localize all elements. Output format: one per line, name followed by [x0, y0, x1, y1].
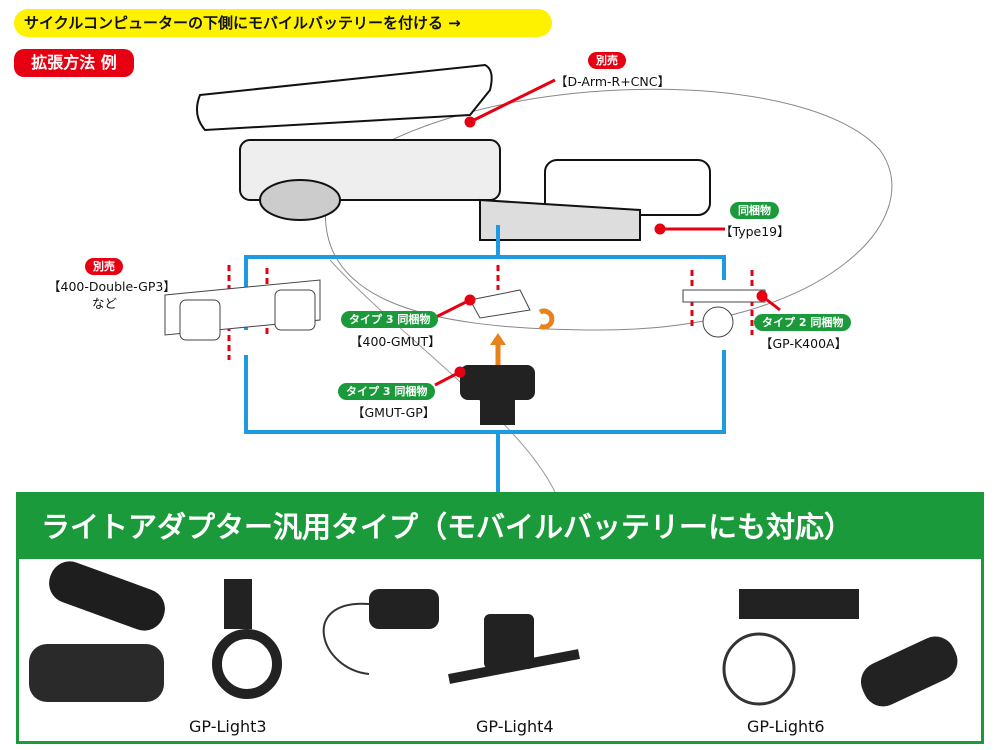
- type19-label: 【Type19】: [720, 224, 790, 239]
- gmut-gp-adapter: [460, 365, 535, 425]
- double-sub: など: [92, 296, 118, 311]
- double-label: 【400-Double-GP3】: [48, 279, 176, 294]
- gmut-tag: タイプ 3 同梱物: [341, 311, 439, 328]
- k400a-tag: タイプ 2 同梱物: [754, 314, 852, 331]
- k400a-label: 【GP-K400A】: [760, 336, 848, 351]
- product-label-gp-light6: GP-Light6: [747, 717, 825, 736]
- leader-lines: [434, 78, 781, 387]
- gmut-label: 【400-GMUT】: [350, 334, 441, 349]
- gp-light3-image: [212, 579, 282, 699]
- double-tag: 別売: [85, 258, 123, 275]
- k400a-mount: [682, 289, 766, 338]
- panel-title: ライトアダプター汎用タイプ（モバイルバッテリーにも対応）: [19, 495, 981, 559]
- gmutgp-label: 【GMUT-GP】: [352, 405, 436, 420]
- gp-light-cable-image: [322, 589, 439, 675]
- gp-light4-image: [448, 614, 580, 684]
- gp-light6-image: [722, 589, 958, 707]
- page-title: サイクルコンピューターの下側にモバイルバッテリーを付ける →: [14, 9, 552, 37]
- product-photos: [29, 561, 958, 707]
- double-gp3-mount: [164, 279, 321, 341]
- product-label-gp-light4: GP-Light4: [476, 717, 554, 736]
- product-label-gp-light3: GP-Light3: [189, 717, 267, 736]
- gmut-ring: [469, 289, 555, 330]
- darm-label: 【D-Arm-R+CNC】: [555, 74, 670, 89]
- type19-tag: 同梱物: [730, 202, 779, 219]
- darm-tag: 別売: [588, 52, 626, 69]
- section-label: 拡張方法 例: [14, 49, 134, 77]
- cycle-computer: [195, 63, 711, 241]
- light-adapter-panel: ライトアダプター汎用タイプ（モバイルバッテリーにも対応） GP-Light3 G…: [16, 492, 984, 744]
- blue-connector-lines: [244, 225, 726, 492]
- battery-images: [29, 561, 165, 702]
- gmutgp-tag: タイプ 3 同梱物: [338, 383, 436, 400]
